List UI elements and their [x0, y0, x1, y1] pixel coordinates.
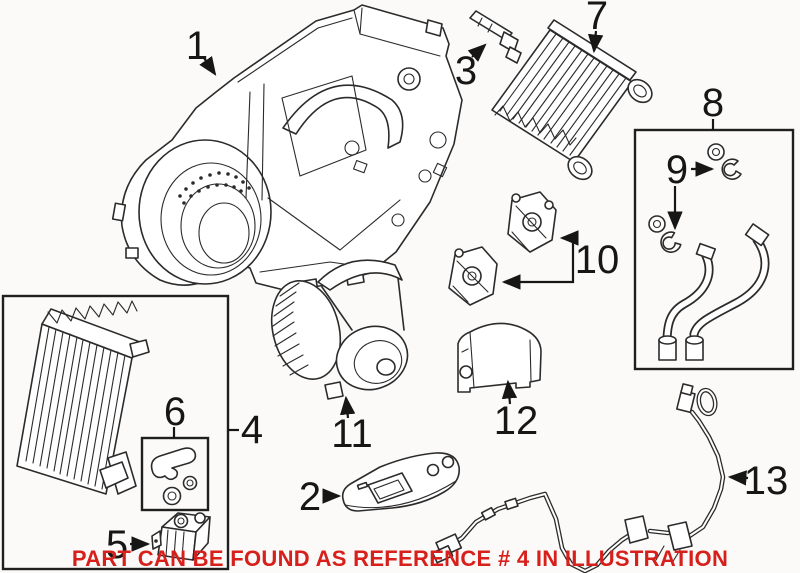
label-4: 4 — [241, 408, 263, 452]
label-10: 10 — [575, 238, 620, 282]
evaporator-fins — [25, 326, 126, 490]
part-1-hvac-housing-assembly — [111, 4, 463, 296]
part-2-bracket — [341, 452, 461, 512]
retaining-clip — [721, 158, 742, 180]
label-9: 9 — [666, 148, 688, 192]
part-12-control-module — [457, 322, 542, 405]
evaporator-core — [16, 300, 150, 495]
label-11: 11 — [331, 412, 373, 456]
label-8: 8 — [702, 81, 724, 125]
box-6-seal-kit — [140, 436, 210, 512]
part-10-actuators — [448, 191, 579, 306]
caption-text: PART CAN BE FOUND AS REFERENCE # 4 IN IL… — [72, 546, 728, 571]
blower-drum-ribs — [272, 282, 309, 376]
label-13: 13 — [744, 459, 789, 503]
heater-core-fins — [499, 33, 627, 156]
part-5-expansion-valve — [151, 512, 211, 561]
box-8-heater-hose-assembly: 9 — [633, 128, 795, 371]
retaining-clip — [660, 231, 682, 253]
label-7: 7 — [586, 0, 608, 38]
label-2: 2 — [299, 475, 321, 519]
part-11-blower-motor — [270, 259, 409, 419]
label-1: 1 — [186, 24, 208, 68]
label-6: 6 — [164, 390, 186, 434]
box-4-evaporator-kit: 6 5 — [1, 294, 230, 571]
label-12: 12 — [494, 399, 539, 443]
label-5: 5 — [106, 523, 128, 567]
part-13-wiring-harness — [431, 383, 726, 573]
part-3-sensor — [469, 10, 522, 64]
housing-vent-dots — [178, 171, 251, 205]
